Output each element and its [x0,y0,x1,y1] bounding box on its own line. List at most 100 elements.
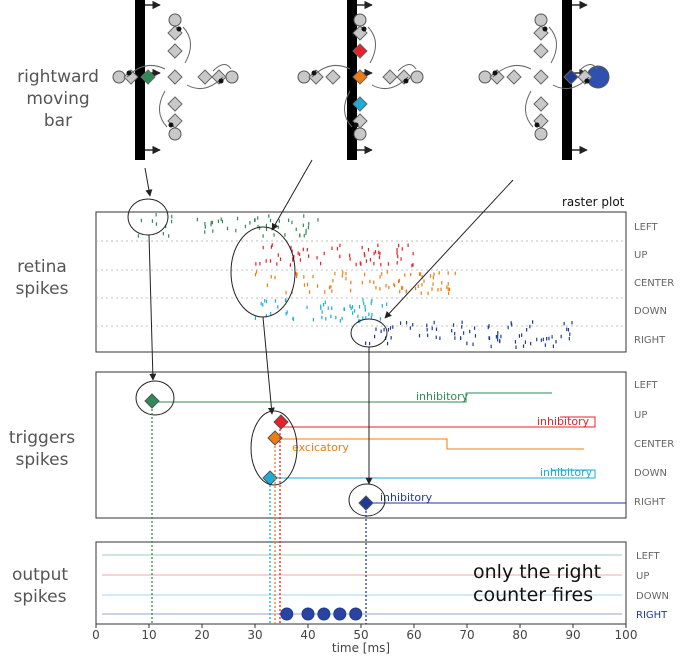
label-excitatory-center: excicatory [292,441,349,454]
counter-circle [478,70,492,84]
trigger-connection-lines [152,392,626,504]
section-label-bar: rightward moving bar [17,67,99,131]
schematic-node-right [197,69,213,85]
triggers-row-up: UP [634,410,647,421]
retina-section-label: retina spikes [16,257,69,299]
arrow-bar-middle [271,159,313,231]
triggers-row-down: DOWN [634,468,667,479]
schematic-arc [182,26,191,64]
schematic-arc [159,90,168,128]
overlay [127,159,514,624]
output-spike-right [333,607,347,621]
synapse-dot [311,70,317,76]
retina-row-down: DOWN [634,306,667,317]
output-row-up: UP [636,571,649,582]
schematic-node-right [382,69,398,85]
connection-line-up [281,416,596,428]
schematic-arc [397,64,417,72]
synapse-dot [176,26,182,32]
triggers-row-labels: LEFT UP CENTER DOWN RIGHT [634,380,674,508]
synapse-dot [218,78,224,84]
schematic-node-up [167,43,183,59]
output-row-down: DOWN [636,591,669,602]
x-tick-label: 30 [247,628,262,642]
bar-schematic [297,0,424,160]
triggers-section-label: triggers spikes [9,428,75,470]
bar-schematic [112,0,239,160]
arrow-bar-right [384,179,514,319]
retina-label-2: spikes [16,279,69,299]
bar-label-3: bar [44,111,72,131]
synapse-dot [492,70,498,76]
triggers-row-center: CENTER [634,439,674,450]
arrow-retina-left [148,234,157,381]
triggers-panel [95,371,627,519]
schematic-node-left [140,69,156,85]
schematic-node-up [352,43,368,59]
x-axis-label: time [ms] [332,641,390,655]
trigger-ellipse-left [135,380,175,416]
retina-panel [95,211,627,353]
trigger-marker-right [358,495,374,511]
synapse-dot [584,78,590,84]
connection-line-down [270,469,596,479]
triggers-label-2: spikes [16,450,69,470]
moving-bar [135,0,145,160]
counter-circle [168,127,182,141]
schematic-node-left [506,69,522,85]
label-inhibitory-right: inhibitory [380,491,433,504]
schematic-arc [212,64,232,72]
schematic-arc [525,90,534,128]
retina-label-1: retina [17,257,67,277]
output-spike-right [317,607,331,621]
schematic-node-down [167,96,183,112]
x-tick-label: 0 [92,628,100,642]
x-tick-label: 70 [459,628,474,642]
arrow-retina-middle [262,316,275,415]
counter-circle [353,13,367,27]
counter-circle [168,13,182,27]
output-row-left: LEFT [636,551,660,562]
bar-label-1: rightward [17,67,99,87]
retina-spikes [137,213,573,350]
schematic-node-center [352,69,368,85]
schematic-node-left [325,69,341,85]
synapse-dot [126,70,132,76]
synapse-dot [353,122,359,128]
schematic-arc [548,26,557,64]
retina-row-left: LEFT [634,222,658,233]
counter-circle [112,70,126,84]
x-tick-label: 90 [565,628,580,642]
synapse-dot [361,26,367,32]
x-tick-label: 80 [512,628,527,642]
output-label-2: spikes [14,587,67,607]
output-label-1: output [12,565,68,585]
label-inhibitory-left: inhibitory [416,390,469,403]
annotation-line-1: only the right [473,561,601,583]
retina-ellipse-left [127,198,169,236]
output-row-right: RIGHT [636,610,668,621]
schematic-node-center [167,69,183,85]
schematic-arc [344,90,353,128]
schematic-node-down [533,96,549,112]
trigger-marker-center [267,430,283,446]
schematic-arc [367,26,376,64]
synapse-dot [534,122,540,128]
trigger-marker-left [144,393,160,409]
schematic-node-center [533,69,549,85]
output-spike-right [301,607,315,621]
x-tick-label: 10 [141,628,156,642]
connection-line-left [152,392,552,403]
counter-circle [410,70,424,84]
bar-schematic [478,0,610,160]
x-tick-label: 50 [353,628,368,642]
schematic-node-down [352,96,368,112]
output-row-labels: LEFT UP DOWN RIGHT [636,551,669,621]
triggers-row-left: LEFT [634,380,658,391]
connection-line-center [275,438,584,450]
x-tick-label: 20 [194,628,209,642]
retina-row-up: UP [634,250,647,261]
annotation-line-2: counter fires [473,584,593,606]
